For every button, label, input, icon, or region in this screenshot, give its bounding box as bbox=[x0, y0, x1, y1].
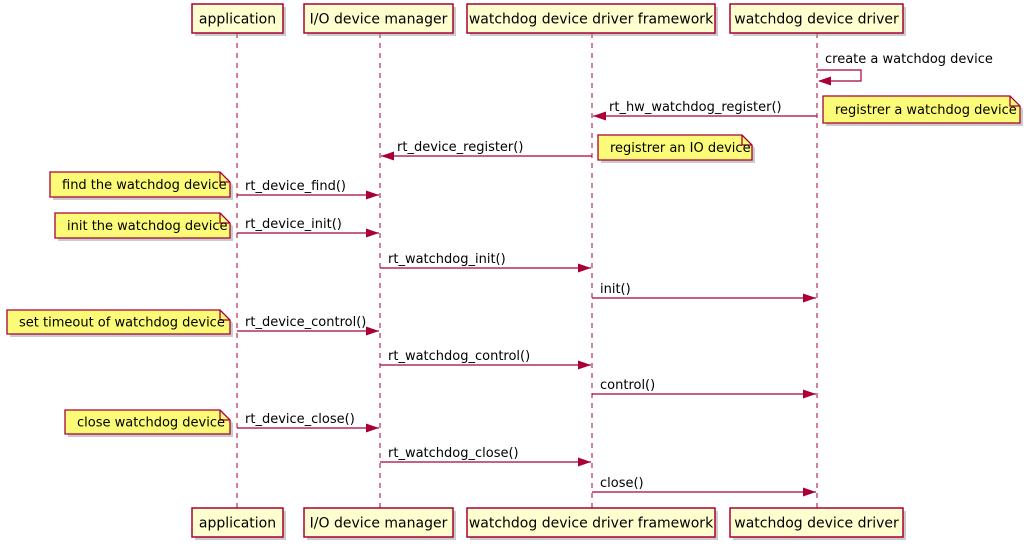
note-label-5: close watchdog device bbox=[77, 416, 225, 431]
message-label-2: rt_device_register() bbox=[397, 140, 523, 155]
participant-box-bottom-application bbox=[191, 507, 284, 538]
message-arrowhead-4 bbox=[366, 228, 379, 238]
message-label-11: rt_watchdog_close() bbox=[388, 446, 519, 461]
message-arrowhead-11 bbox=[578, 457, 591, 467]
message-arrowhead-7 bbox=[366, 326, 379, 336]
participant-box-top-application bbox=[191, 3, 284, 34]
message-arrowhead-3 bbox=[366, 190, 379, 200]
message-label-0: create a watchdog device bbox=[825, 52, 993, 67]
participant-label-top-io-device-manager: I/O device manager bbox=[310, 12, 448, 28]
note-label-4: set timeout of watchdog device bbox=[19, 316, 225, 331]
participant-box-top-watchdog-framework bbox=[466, 3, 716, 34]
message-arrowhead-12 bbox=[803, 487, 816, 497]
message-label-6: init() bbox=[600, 282, 631, 297]
note-5 bbox=[64, 409, 231, 435]
participant-box-bottom-io-device-manager bbox=[303, 507, 454, 538]
message-label-8: rt_watchdog_control() bbox=[388, 349, 530, 364]
note-fold-icon bbox=[219, 310, 230, 321]
participant-label-bottom-application: application bbox=[199, 516, 276, 532]
message-self-arrow-0 bbox=[817, 69, 862, 82]
message-label-9: control() bbox=[600, 378, 655, 393]
message-label-5: rt_watchdog_init() bbox=[388, 252, 506, 267]
participant-label-bottom-watchdog-driver: watchdog device driver bbox=[734, 516, 899, 532]
participant-label-top-watchdog-driver: watchdog device driver bbox=[734, 12, 899, 28]
message-arrowhead-5 bbox=[578, 263, 591, 273]
message-arrowhead-1 bbox=[593, 111, 606, 121]
note-fold-icon bbox=[219, 213, 230, 224]
note-fold-icon bbox=[1009, 96, 1020, 107]
note-2 bbox=[49, 171, 231, 198]
message-arrowhead-8 bbox=[578, 360, 591, 370]
participant-label-top-application: application bbox=[199, 12, 276, 28]
note-fold-icon bbox=[219, 172, 230, 183]
participant-label-bottom-io-device-manager: I/O device manager bbox=[310, 516, 448, 532]
note-0 bbox=[822, 95, 1021, 124]
note-label-0: registrer a watchdog device bbox=[835, 103, 1017, 118]
message-arrowhead-2 bbox=[381, 151, 394, 161]
note-fold-icon bbox=[741, 135, 752, 146]
message-self-arrowhead-0 bbox=[818, 76, 831, 86]
note-4 bbox=[6, 309, 231, 335]
note-1 bbox=[597, 134, 753, 161]
note-3 bbox=[54, 212, 231, 239]
message-arrowhead-10 bbox=[366, 423, 379, 433]
message-label-7: rt_device_control() bbox=[245, 315, 366, 330]
participant-label-bottom-watchdog-framework: watchdog device driver framework bbox=[469, 516, 714, 532]
note-label-1: registrer an IO device bbox=[610, 141, 751, 156]
participant-label-top-watchdog-framework: watchdog device driver framework bbox=[469, 12, 714, 28]
message-label-3: rt_device_find() bbox=[245, 179, 346, 194]
note-fold-icon bbox=[219, 410, 230, 421]
message-label-1: rt_hw_watchdog_register() bbox=[609, 100, 782, 115]
message-arrowhead-6 bbox=[803, 293, 816, 303]
participant-box-top-watchdog-driver bbox=[729, 3, 904, 34]
note-label-2: find the watchdog device bbox=[62, 178, 227, 193]
participant-box-top-io-device-manager bbox=[303, 3, 454, 34]
participant-box-bottom-watchdog-framework bbox=[466, 507, 716, 538]
participant-box-bottom-watchdog-driver bbox=[729, 507, 904, 538]
message-label-12: close() bbox=[600, 476, 644, 491]
message-label-4: rt_device_init() bbox=[245, 217, 342, 232]
note-label-3: init the watchdog device bbox=[67, 219, 228, 234]
message-label-10: rt_device_close() bbox=[245, 412, 355, 427]
message-arrowhead-9 bbox=[803, 389, 816, 399]
